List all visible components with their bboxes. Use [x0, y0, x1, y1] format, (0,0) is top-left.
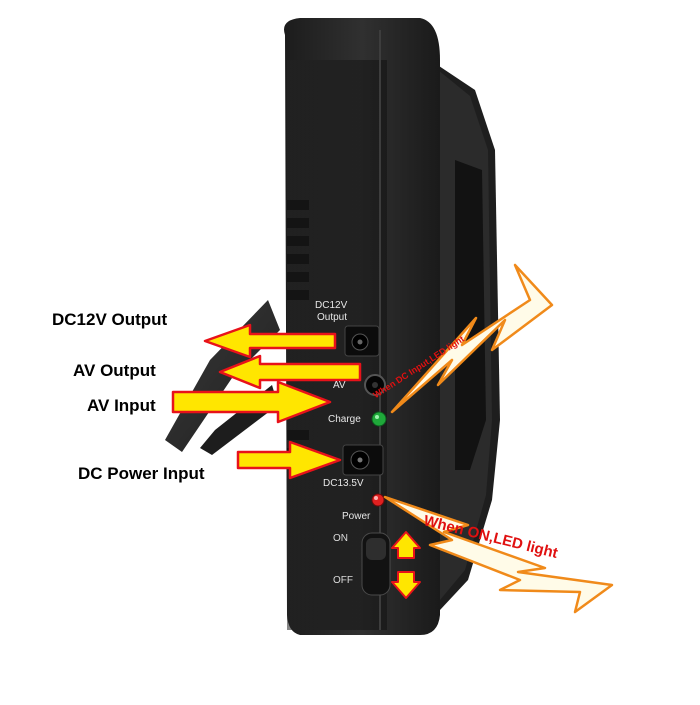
arrow-av-output	[218, 354, 362, 390]
device-label-power: Power	[342, 511, 371, 522]
arrow-switch-up	[391, 531, 421, 559]
device-label-charge: Charge	[328, 414, 361, 425]
arrow-switch-down	[391, 571, 421, 599]
device-label-av: AV	[333, 380, 346, 391]
zigzag-callout-charge	[390, 263, 554, 414]
device-label-on: ON	[333, 533, 348, 544]
av-port	[364, 374, 386, 396]
label-av-output: AV Output	[73, 361, 156, 380]
device-label-dc12v: DC12V	[315, 300, 348, 311]
dc12v-output-port	[344, 325, 380, 357]
power-switch[interactable]	[361, 532, 391, 596]
device-label-output: Output	[317, 312, 348, 323]
dc13-5v-input-port	[342, 444, 384, 476]
label-dc-power-input: DC Power Input	[78, 464, 205, 483]
charge-led	[371, 411, 387, 427]
device-label-off: OFF	[333, 575, 353, 586]
arrow-dc12v-output	[203, 323, 337, 359]
arrow-dc-power-input	[236, 440, 342, 480]
label-dc12v-output: DC12V Output	[52, 310, 168, 329]
arrow-av-input	[171, 380, 332, 424]
device-label-dc13-5v: DC13.5V	[323, 478, 364, 489]
power-led	[371, 493, 385, 507]
label-av-input: AV Input	[87, 396, 156, 415]
zigzag-callout-power	[383, 495, 614, 614]
